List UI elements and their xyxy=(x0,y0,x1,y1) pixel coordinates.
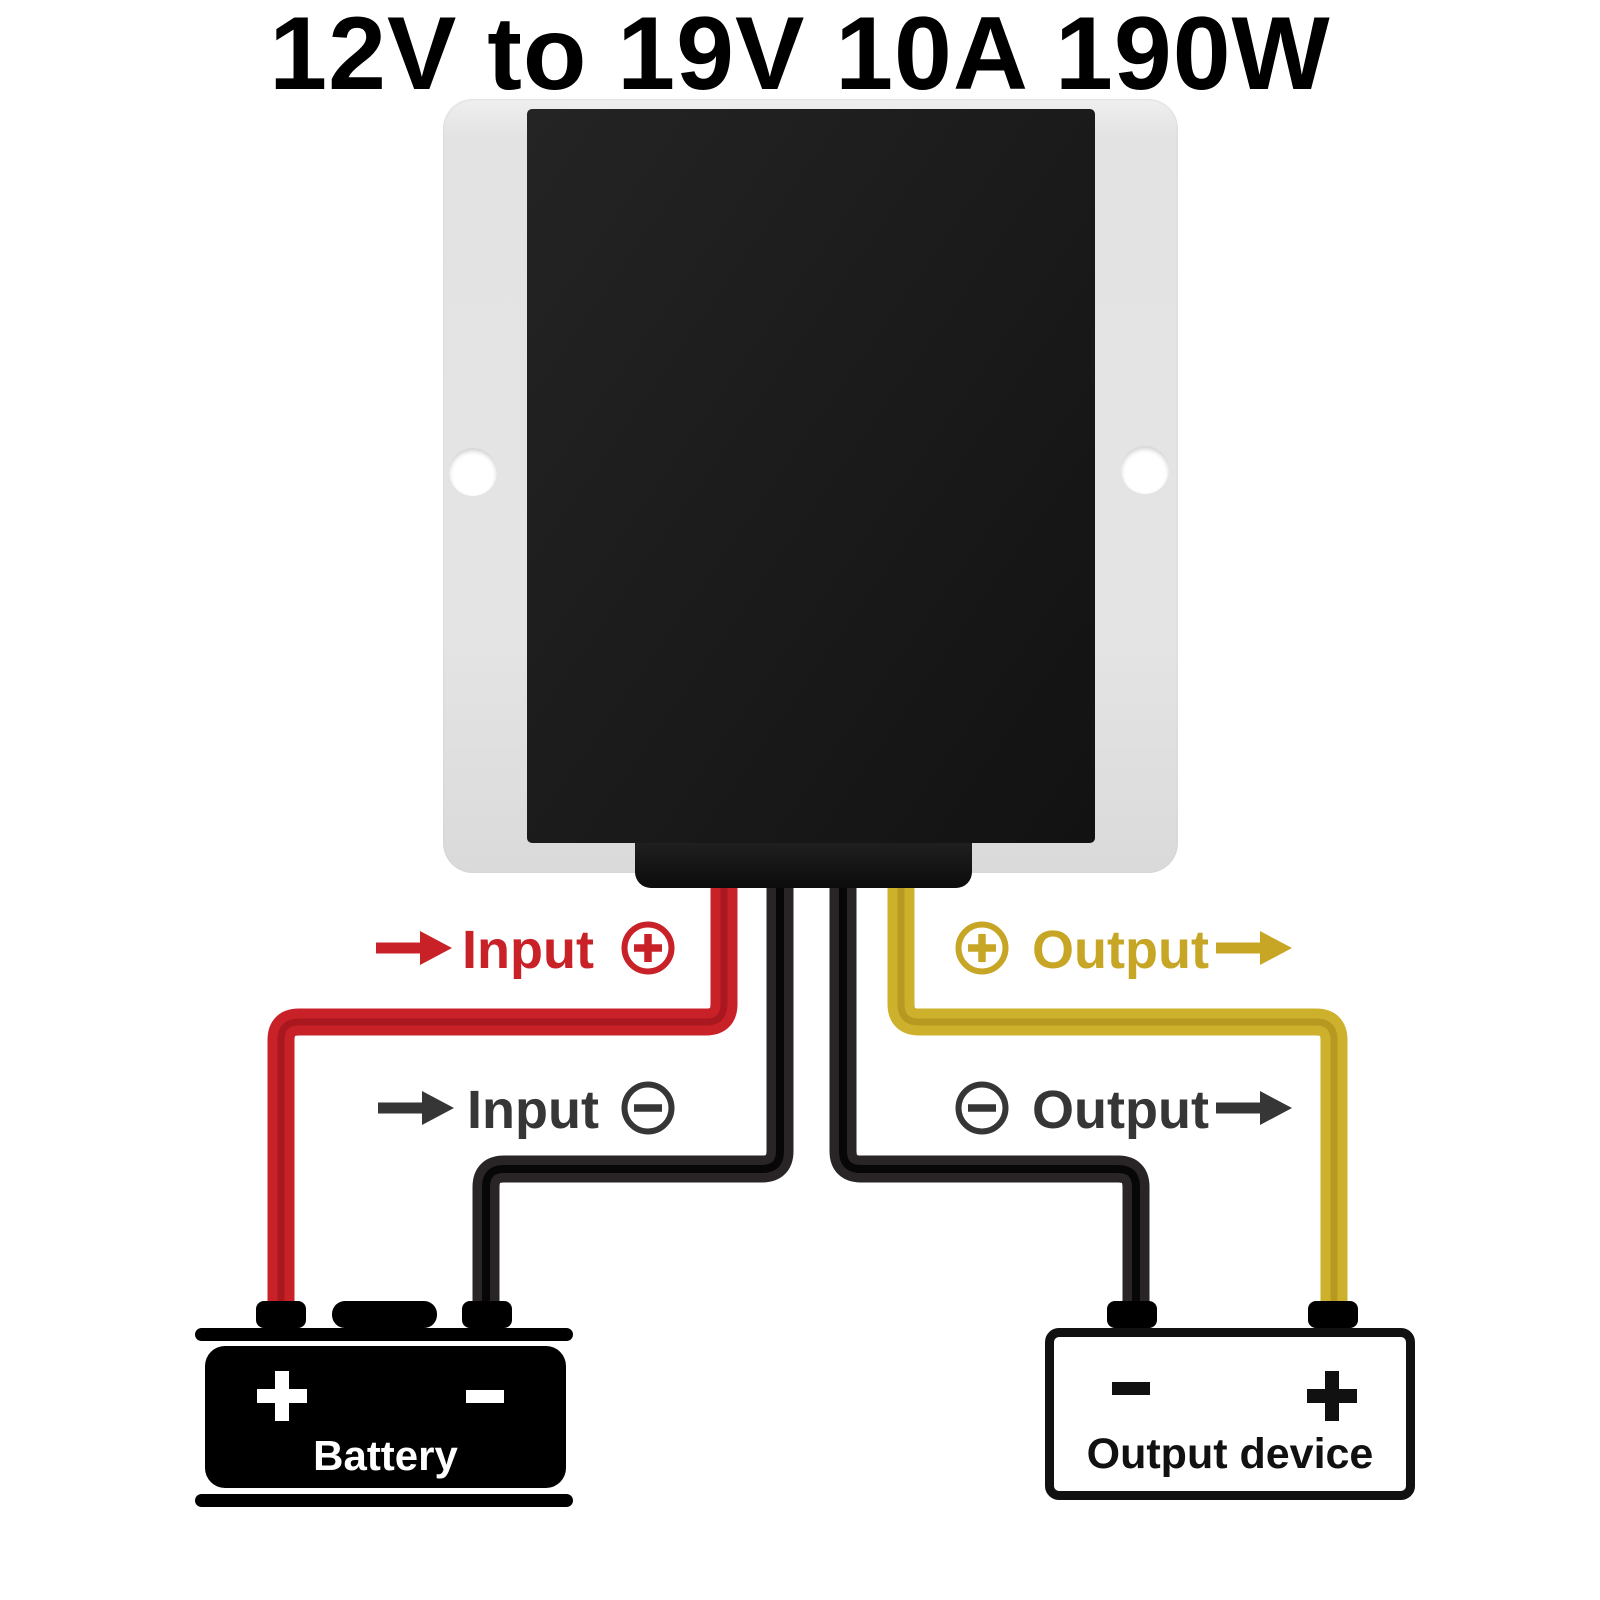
plus-circle-icon xyxy=(620,920,676,976)
input-negative-arrow xyxy=(377,1090,455,1126)
battery-top-rim xyxy=(195,1328,573,1341)
arrow-right-icon xyxy=(1216,931,1292,965)
converter-body xyxy=(527,109,1095,843)
battery-negative-terminal xyxy=(462,1301,512,1328)
plus-circle-icon xyxy=(954,920,1010,976)
arrow-right-icon xyxy=(1216,1091,1292,1125)
battery-label: Battery xyxy=(313,1432,458,1479)
output-positive-label: Output xyxy=(1032,920,1209,980)
arrow-right-icon xyxy=(376,931,452,965)
input-positive-arrow xyxy=(375,930,453,966)
output-negative-arrow xyxy=(1215,1090,1293,1126)
arrow-right-icon xyxy=(378,1091,454,1125)
battery-bottom-rim xyxy=(195,1494,573,1507)
plus-icon xyxy=(1307,1371,1357,1421)
minus-icon xyxy=(466,1390,504,1403)
minus-circle-icon xyxy=(954,1080,1010,1136)
input-positive-label: Input xyxy=(462,920,594,980)
minus-icon xyxy=(1112,1382,1150,1395)
wire-outlet xyxy=(635,843,972,888)
plus-icon xyxy=(257,1371,307,1421)
output-device-label: Output device xyxy=(1086,1430,1374,1478)
minus-circle-icon xyxy=(620,1080,676,1136)
device-positive-terminal xyxy=(1308,1301,1358,1328)
output-negative-label: Output xyxy=(1032,1080,1209,1140)
output-positive-arrow xyxy=(1215,930,1293,966)
page-title: 12V to 19V 10A 190W xyxy=(269,0,1331,112)
battery-positive-terminal xyxy=(256,1301,306,1328)
mounting-hole-icon xyxy=(1121,446,1169,494)
battery-terminal-bridge xyxy=(332,1301,437,1328)
mounting-hole-icon xyxy=(449,448,497,496)
device-negative-terminal xyxy=(1107,1301,1157,1328)
input-negative-label: Input xyxy=(467,1080,599,1140)
